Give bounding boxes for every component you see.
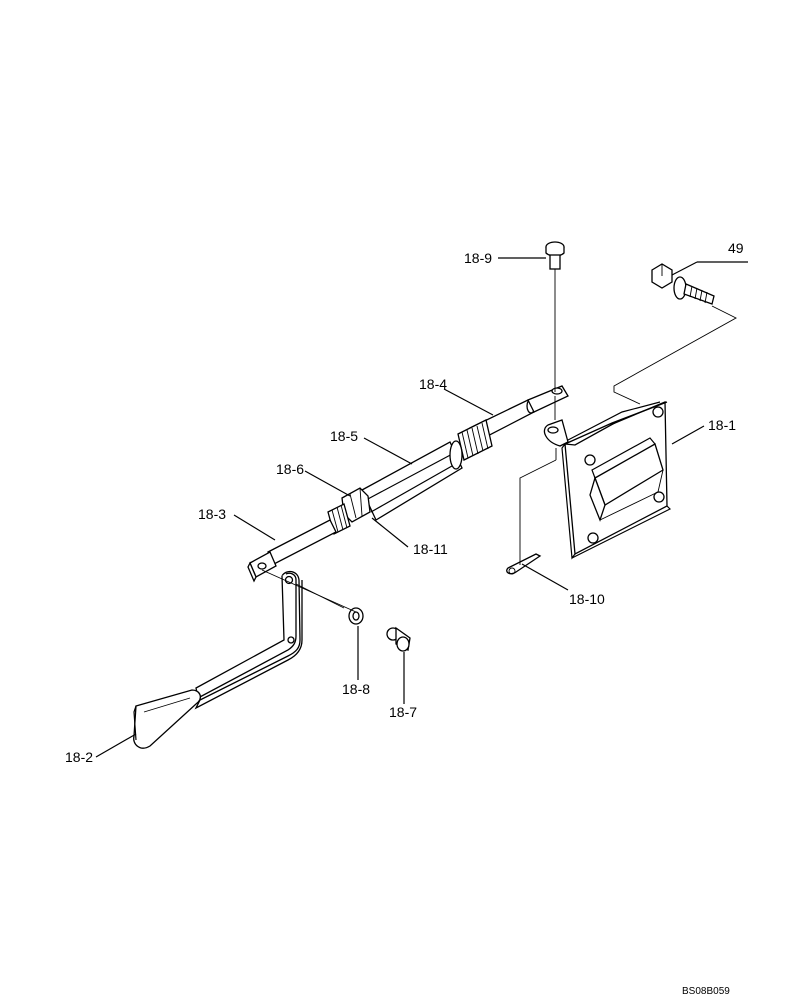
leader-lines [95,257,748,758]
part-18-2-pedal-lever [133,570,303,749]
label-18-8: 18-8 [342,681,370,697]
part-49-bolt [651,263,715,305]
part-18-1-bracket [543,401,672,560]
label-18-4: 18-4 [419,376,447,392]
label-18-7: 18-7 [389,704,417,720]
part-18-9-pin [545,241,565,270]
part-18-10-cotter-pin [506,553,542,575]
label-18-6: 18-6 [276,461,304,477]
drawing-code: BS08B059 [682,986,730,997]
label-18-9: 18-9 [464,250,492,266]
part-18-8-washer [348,607,364,625]
label-18-10: 18-10 [569,591,605,607]
assembly-lines [261,269,737,613]
label-18-1: 18-1 [708,417,736,433]
label-18-2: 18-2 [65,749,93,765]
part-18-3-clevis-rod [247,519,337,583]
part-18-7-pin [386,626,411,652]
label-49: 49 [728,240,744,256]
label-18-5: 18-5 [330,428,358,444]
part-18-5-turnbuckle [361,419,493,521]
label-18-11: 18-11 [413,541,448,557]
label-18-3: 18-3 [198,506,226,522]
